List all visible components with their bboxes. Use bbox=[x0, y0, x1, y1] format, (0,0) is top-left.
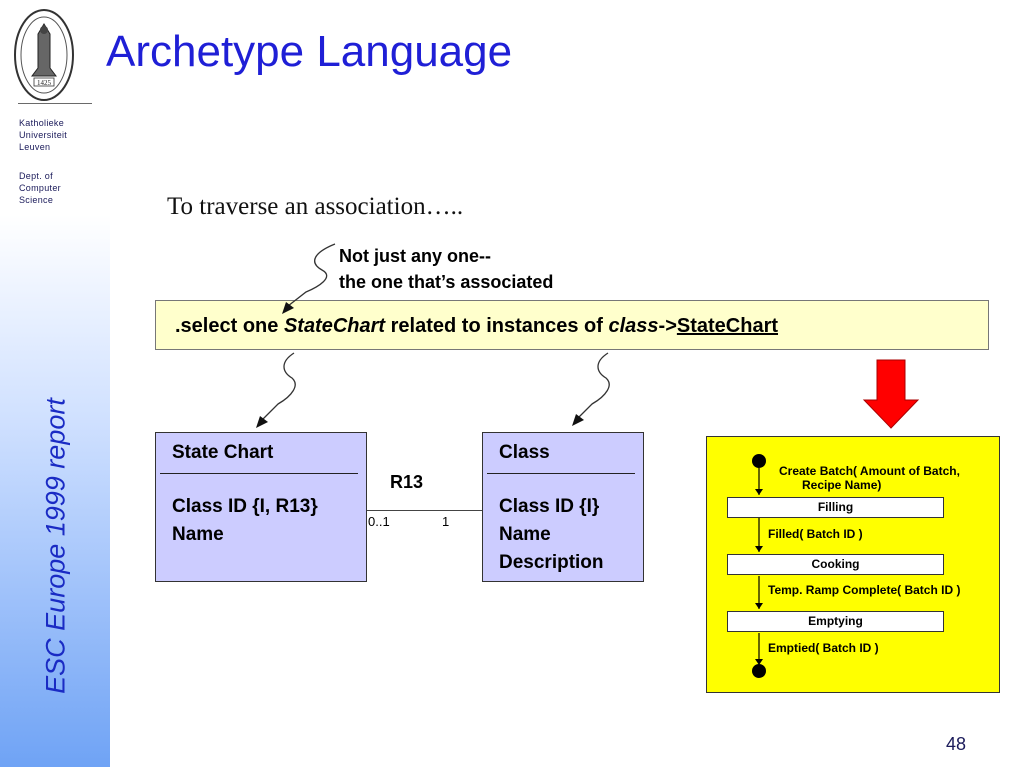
class-attribute: Class ID {I} bbox=[499, 496, 600, 517]
initial-state-dot bbox=[752, 454, 766, 468]
callout-line: Not just any one-- bbox=[339, 246, 491, 266]
pointer-to-state-chart bbox=[261, 352, 296, 421]
class-attribute: Name bbox=[499, 524, 551, 545]
class-attribute: Name bbox=[172, 524, 224, 545]
institution-line: Universiteit bbox=[19, 130, 68, 140]
statechart-panel: Create Batch( Amount of Batch, Recipe Na… bbox=[706, 436, 1000, 693]
department-line: Science bbox=[19, 195, 54, 205]
callout-line: the one that’s associated bbox=[339, 272, 554, 292]
statechart-flow bbox=[752, 454, 766, 678]
statement-target: StateChart bbox=[676, 315, 779, 337]
red-down-arrow-icon bbox=[862, 359, 920, 429]
department-name: Dept. of Computer Science bbox=[19, 170, 61, 206]
intro-text: To traverse an association….. bbox=[167, 193, 464, 220]
association-label: R13 bbox=[390, 472, 424, 492]
class-attributes: Class ID {I, R13} Name bbox=[172, 493, 318, 549]
event-label: Emptied( Batch ID ) bbox=[768, 641, 879, 655]
event-label: Filled( Batch ID ) bbox=[768, 527, 863, 541]
transition-arrowhead bbox=[755, 546, 763, 552]
multiplicity-state-chart: 0..1 bbox=[368, 514, 390, 529]
department-line: Computer bbox=[19, 183, 61, 193]
association-line bbox=[367, 510, 482, 511]
state-box: Emptying bbox=[727, 611, 944, 632]
university-seal-icon: 1425 bbox=[14, 9, 74, 101]
transition-arrowhead bbox=[755, 603, 763, 609]
transition-arrowhead bbox=[755, 659, 763, 665]
sidebar-divider bbox=[18, 103, 92, 104]
statement-arrow: -> bbox=[658, 315, 677, 337]
institution-line: Katholieke bbox=[19, 118, 65, 128]
institution-line: Leuven bbox=[19, 142, 51, 152]
class-separator bbox=[160, 473, 358, 474]
statement-prefix: .select one bbox=[175, 315, 284, 337]
class-attribute: Class ID {I, R13} bbox=[172, 496, 318, 517]
institution-name: Katholieke Universiteit Leuven bbox=[19, 117, 67, 153]
class-attributes: Class ID {I} Name Description bbox=[499, 493, 604, 577]
page-number: 48 bbox=[946, 734, 967, 754]
final-state-dot bbox=[752, 664, 766, 678]
class-attribute: Description bbox=[499, 552, 604, 573]
statement-emph-class: class bbox=[608, 315, 659, 337]
seal-year: 1425 bbox=[37, 79, 52, 87]
class-name: Class bbox=[499, 442, 550, 463]
class-box-class: Class Class ID {I} Name Description bbox=[482, 432, 644, 582]
class-name: State Chart bbox=[172, 442, 274, 463]
pointer-arrowhead bbox=[572, 414, 584, 426]
class-box-state-chart: State Chart Class ID {I, R13} Name bbox=[155, 432, 367, 582]
transition-arrowhead bbox=[755, 489, 763, 495]
multiplicity-class: 1 bbox=[442, 514, 450, 529]
event-label: Temp. Ramp Complete( Batch ID ) bbox=[768, 583, 961, 597]
pointer-arrowhead bbox=[256, 416, 268, 428]
statement-middle: related to instances of bbox=[385, 315, 609, 337]
select-statement: .select one StateChart related to instan… bbox=[155, 300, 989, 350]
sidebar: 1425 Katholieke Universiteit Leuven Dept… bbox=[0, 0, 110, 767]
event-label: Create Batch( Amount of Batch, bbox=[779, 464, 960, 478]
pointer-to-class bbox=[577, 352, 610, 419]
statement-emph-statechart: StateChart bbox=[283, 315, 386, 337]
state-box: Filling bbox=[727, 497, 944, 518]
class-separator bbox=[487, 473, 635, 474]
callout-note: Not just any one-- the one that’s associ… bbox=[339, 243, 553, 295]
callout-pointer bbox=[287, 243, 336, 307]
state-box: Cooking bbox=[727, 554, 944, 575]
event-label: Recipe Name) bbox=[802, 478, 882, 492]
callout-arrowhead bbox=[282, 302, 294, 314]
slide-title: Archetype Language bbox=[106, 27, 513, 76]
department-line: Dept. of bbox=[19, 171, 53, 181]
